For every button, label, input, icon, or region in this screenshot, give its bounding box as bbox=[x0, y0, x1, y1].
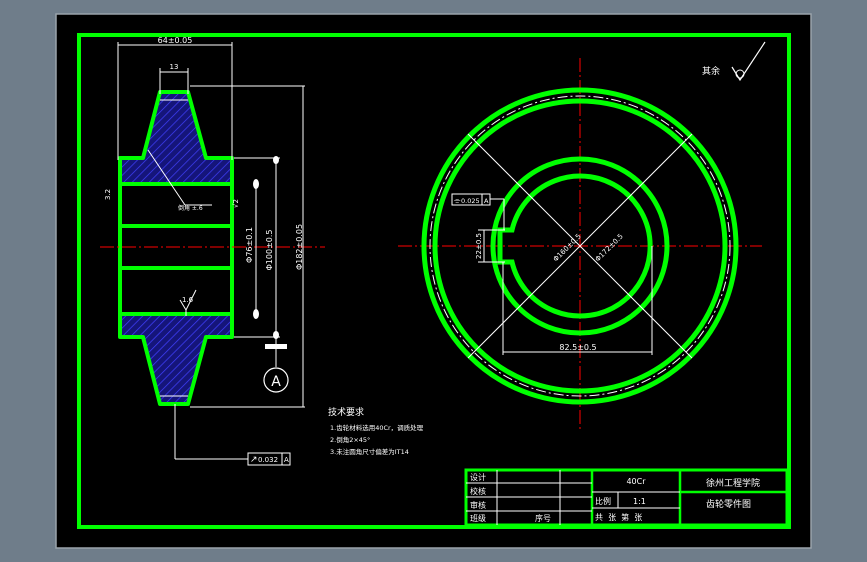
title-scale-value: 1:1 bbox=[633, 497, 646, 506]
general-roughness-note: 其余 bbox=[702, 41, 766, 82]
runout-datum: A bbox=[284, 456, 289, 464]
border-frame bbox=[77, 33, 791, 529]
leader-line bbox=[147, 149, 186, 206]
title-drawing-name: 齿轮零件图 bbox=[706, 498, 751, 510]
dim-arrow bbox=[253, 309, 259, 319]
dim-arrow bbox=[273, 156, 279, 164]
dim-bore-diameter: Φ100±0.5 bbox=[265, 230, 274, 271]
construction-line bbox=[467, 133, 693, 359]
title-row-label: 校核 bbox=[470, 486, 486, 496]
title-material: 40Cr bbox=[626, 477, 646, 486]
dim-chamfer: 倒角 ±.6 bbox=[178, 204, 203, 212]
title-scale-label: 比例 bbox=[595, 496, 611, 506]
datum-bar bbox=[265, 344, 287, 349]
root-circle bbox=[432, 98, 728, 394]
title-row-label: 审核 bbox=[470, 500, 486, 510]
title-school: 徐州工程学院 bbox=[706, 477, 760, 489]
symmetry-tolerance: 0.025 bbox=[461, 197, 480, 205]
runout-tolerance: 0.032 bbox=[258, 456, 278, 464]
tech-title: 技术要求 bbox=[328, 406, 364, 418]
datum-circle bbox=[263, 367, 289, 393]
dim-face-width: 64±0.05 bbox=[158, 36, 193, 45]
bore-keyway bbox=[497, 173, 653, 319]
roughness-note-text: 其余 bbox=[702, 65, 720, 77]
dim-side-finish: 1.6 bbox=[182, 296, 194, 304]
title-sheets: 共 张 第 张 bbox=[595, 512, 642, 522]
dim-arrow bbox=[253, 179, 259, 189]
symmetry-datum: A bbox=[484, 197, 489, 205]
title-row-label: 班级 bbox=[470, 513, 486, 523]
dim-keyway-width: 22±0.5 bbox=[475, 233, 483, 259]
tech-item: 2.倒角2×45° bbox=[330, 435, 370, 444]
tech-item: 1.齿轮材料选用40Cr，调质处理 bbox=[330, 423, 424, 432]
title-row-label: 设计 bbox=[470, 472, 486, 482]
dim-bottom: 82.5±0.5 bbox=[559, 343, 596, 352]
roughness-symbol bbox=[731, 41, 766, 82]
tip-circle bbox=[421, 87, 739, 405]
symmetry-symbol: ⌯ bbox=[454, 196, 461, 205]
technical-requirements: 技术要求 1.齿轮材料选用40Cr，调质处理 2.倒角2×45° 3.未注圆角尺… bbox=[328, 406, 424, 456]
runout-frame bbox=[247, 452, 291, 466]
title-block: 设计 校核 审核 班级 序号 40Cr 比例 1:1 共 张 第 张 徐州工程学… bbox=[464, 468, 789, 527]
dim-tip-diameter: Φ182±0.05 bbox=[295, 224, 304, 270]
tech-item: 3.未注圆角尺寸偏差为IT14 bbox=[330, 447, 409, 456]
datum-label: A bbox=[271, 374, 281, 390]
dim-inner-diameter: Φ76±0.1 bbox=[245, 227, 254, 263]
gear-section-view: 64±0.05 13 倒角 ±.6 Φ182±0.05 Φ100±0.5 Φ76… bbox=[100, 36, 325, 466]
hub-outer-circle bbox=[490, 156, 670, 336]
pitch-circle bbox=[429, 95, 731, 397]
dim-arrow bbox=[273, 331, 279, 339]
roughness-symbol-circle bbox=[735, 69, 745, 79]
dim-left-note: 3.2 bbox=[104, 189, 112, 200]
runout-symbol: ↗ bbox=[250, 455, 258, 465]
dim-radius-note: √2 bbox=[232, 199, 240, 208]
title-seq-label: 序号 bbox=[535, 513, 551, 523]
dim-hub-width: 13 bbox=[170, 63, 179, 71]
